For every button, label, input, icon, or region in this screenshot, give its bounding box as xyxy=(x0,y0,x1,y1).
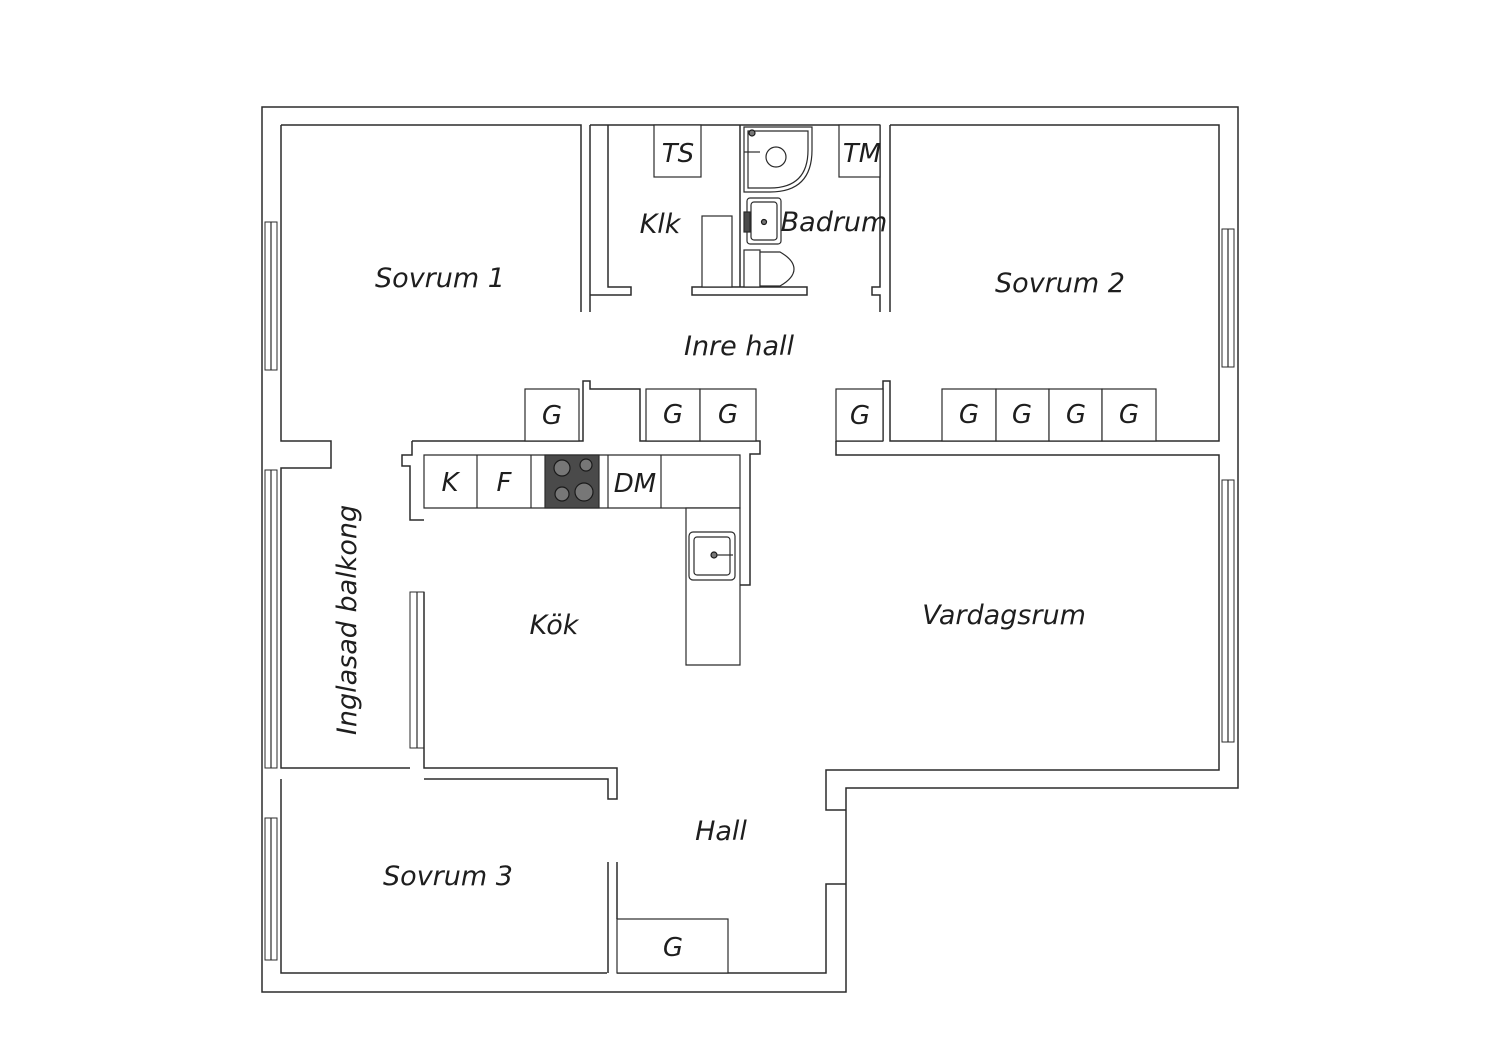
room-label-vardagsrum: Vardagsrum xyxy=(922,600,1086,631)
wardrobe xyxy=(616,918,729,974)
wardrobe-label: G xyxy=(663,400,683,430)
tm-box xyxy=(838,124,881,178)
wardrobes xyxy=(524,388,1157,974)
fixture-label-ts: TS xyxy=(662,139,694,169)
room-label-sovrum-1: Sovrum 1 xyxy=(375,263,505,294)
ts-box xyxy=(653,124,702,178)
wardrobe-label: G xyxy=(1012,400,1032,430)
room-label-inre-hall: Inre hall xyxy=(684,331,795,362)
room-labels: Sovrum 1 Sovrum 2 Sovrum 3 Klk Badrum In… xyxy=(332,207,1125,892)
wardrobe xyxy=(699,388,757,442)
bathroom-fixtures xyxy=(653,124,881,288)
fixture-label-f: F xyxy=(497,468,513,498)
shower-icon xyxy=(743,126,813,193)
fixture-label-tm: TM xyxy=(843,139,881,169)
room-label-badrum: Badrum xyxy=(781,207,888,238)
wardrobe xyxy=(1101,388,1157,442)
interior-walls xyxy=(281,124,1220,973)
room-label-hall: Hall xyxy=(695,816,747,847)
wardrobe-label: G xyxy=(718,400,738,430)
fixture-label-dm: DM xyxy=(614,469,656,499)
sink-icon xyxy=(688,531,736,581)
fixture-label-k: K xyxy=(441,468,460,498)
room-label-klk: Klk xyxy=(640,209,682,240)
wardrobe xyxy=(524,388,580,442)
toilet-icon xyxy=(743,249,795,288)
room-label-sovrum-2: Sovrum 2 xyxy=(995,268,1125,299)
wardrobe-label: G xyxy=(663,933,683,963)
wardrobe xyxy=(835,388,884,442)
wardrobe xyxy=(645,388,701,442)
wardrobe xyxy=(1048,388,1103,442)
fixture-labels: TS TM K F DM G G G G G G G G G xyxy=(441,139,1139,963)
wardrobe-label: G xyxy=(1119,400,1139,430)
washbasin-icon xyxy=(743,197,782,245)
room-label-sovrum-3: Sovrum 3 xyxy=(383,861,513,892)
kitchen-counter xyxy=(423,454,741,666)
windows xyxy=(264,221,1235,961)
wardrobe-label: G xyxy=(542,401,562,431)
room-label-inglasad-balkong: Inglasad balkong xyxy=(332,505,363,735)
wardrobe-label: G xyxy=(850,401,870,431)
wardrobe-label: G xyxy=(1066,400,1086,430)
room-label-kok: Kök xyxy=(530,610,580,641)
wardrobe-label: G xyxy=(959,400,979,430)
